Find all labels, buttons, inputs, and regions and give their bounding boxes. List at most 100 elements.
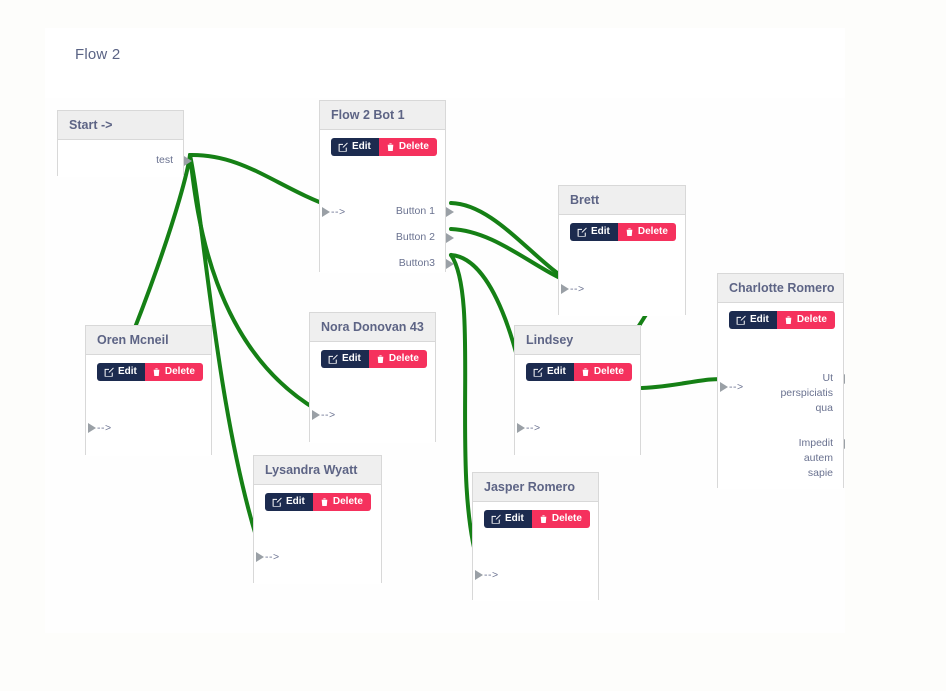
output-port-charlotte-1[interactable]: Impedit autem sapie <box>799 436 845 481</box>
edit-button[interactable]: Edit <box>729 311 777 329</box>
delete-button-label: Delete <box>388 353 419 364</box>
trash-icon <box>321 498 328 506</box>
delete-button[interactable]: Delete <box>378 138 437 156</box>
node-actions-flow2bot1: Edit Delete <box>320 130 445 156</box>
delete-button[interactable]: Delete <box>531 510 590 528</box>
node-title-nora: Nora Donovan 43 <box>310 313 435 342</box>
node-title-oren: Oren Mcneil <box>86 326 211 355</box>
edit-button[interactable]: Edit <box>265 493 313 511</box>
flow-edge <box>449 227 576 286</box>
input-port-label: --> <box>265 551 280 563</box>
output-port-label: Ut perspiciatis qua <box>780 372 833 414</box>
delete-button[interactable]: Delete <box>312 493 371 511</box>
edit-button-label: Edit <box>342 353 361 364</box>
output-port-flow2bot1-1[interactable]: Button 2 <box>395 230 454 245</box>
input-port-lindsey[interactable]: --> <box>517 422 541 434</box>
output-port-flow2bot1-0[interactable]: Button 1 <box>396 204 454 219</box>
delete-button-label: Delete <box>398 141 429 152</box>
node-nora[interactable]: Nora Donovan 43 Edit Delete --> <box>309 312 436 443</box>
delete-button[interactable]: Delete <box>368 350 427 368</box>
input-port-jasper[interactable]: --> <box>475 569 499 581</box>
delete-button[interactable]: Delete <box>573 363 632 381</box>
delete-button-label: Delete <box>164 366 195 377</box>
edit-icon <box>338 142 348 152</box>
node-actions-charlotte: Edit Delete <box>718 303 843 329</box>
node-body-flow2bot1: Edit Delete --> Button 1 Button 2 Button3 <box>320 130 454 273</box>
port-arrow-icon <box>184 156 192 166</box>
edit-icon <box>272 497 282 507</box>
input-port-oren[interactable]: --> <box>88 422 112 434</box>
edit-button-label: Edit <box>286 496 305 507</box>
input-port-nora[interactable]: --> <box>312 409 336 421</box>
trash-icon <box>387 143 394 151</box>
delete-button-label: Delete <box>796 314 827 325</box>
node-body-jasper: Edit Delete --> <box>473 502 598 601</box>
port-arrow-icon <box>844 439 845 449</box>
edit-icon <box>577 227 587 237</box>
edit-icon <box>533 367 543 377</box>
edit-button[interactable]: Edit <box>526 363 574 381</box>
flow-edge <box>188 152 337 210</box>
port-arrow-icon <box>88 423 96 433</box>
delete-button-label: Delete <box>593 366 624 377</box>
flow-header-panel: Flow 2 <box>45 28 845 98</box>
trash-icon <box>626 228 633 236</box>
output-port-label: test <box>156 154 173 166</box>
edit-button[interactable]: Edit <box>484 510 532 528</box>
port-arrow-icon <box>561 284 569 294</box>
delete-button[interactable]: Delete <box>776 311 835 329</box>
edit-button[interactable]: Edit <box>97 363 145 381</box>
output-port-label: Button 2 <box>395 231 435 243</box>
input-port-label: --> <box>729 381 744 393</box>
port-arrow-icon <box>256 552 264 562</box>
input-port-label: --> <box>484 569 499 581</box>
edit-button[interactable]: Edit <box>321 350 369 368</box>
port-arrow-icon <box>517 423 525 433</box>
input-port-label: --> <box>331 206 346 218</box>
input-port-charlotte[interactable]: --> <box>720 381 744 393</box>
delete-button-label: Delete <box>637 226 668 237</box>
port-arrow-icon <box>446 259 454 269</box>
input-port-brett[interactable]: --> <box>561 283 585 295</box>
port-arrow-icon <box>844 374 845 384</box>
edit-icon <box>328 354 338 364</box>
edit-button-label: Edit <box>591 226 610 237</box>
trash-icon <box>377 355 384 363</box>
input-port-flow2bot1[interactable]: --> <box>322 206 346 218</box>
output-port-flow2bot1-2[interactable]: Button3 <box>399 256 454 271</box>
node-body-start: test <box>58 140 192 177</box>
delete-button[interactable]: Delete <box>617 223 676 241</box>
delete-button[interactable]: Delete <box>144 363 203 381</box>
edit-button[interactable]: Edit <box>331 138 379 156</box>
node-start[interactable]: Start ->test <box>57 110 192 177</box>
edit-button-label: Edit <box>750 314 769 325</box>
node-actions-brett: Edit Delete <box>559 215 685 241</box>
output-port-start-0[interactable]: test <box>156 153 192 168</box>
edit-button[interactable]: Edit <box>570 223 618 241</box>
node-body-lindsey: Edit Delete --> <box>515 355 640 456</box>
trash-icon <box>582 368 589 376</box>
node-body-brett: Edit Delete --> <box>559 215 685 316</box>
node-flow2bot1[interactable]: Flow 2 Bot 1 Edit Delete --> Button 1 Button … <box>319 100 454 273</box>
node-title-flow2bot1: Flow 2 Bot 1 <box>320 101 445 130</box>
port-arrow-icon <box>322 207 330 217</box>
port-arrow-icon <box>312 410 320 420</box>
output-port-charlotte-0[interactable]: Ut perspiciatis qua <box>780 371 845 416</box>
trash-icon <box>785 316 792 324</box>
port-arrow-icon <box>446 207 454 217</box>
edit-button-label: Edit <box>547 366 566 377</box>
delete-button-label: Delete <box>332 496 363 507</box>
port-arrow-icon <box>475 570 483 580</box>
edit-button-label: Edit <box>505 513 524 524</box>
edit-icon <box>104 367 114 377</box>
input-port-lysandra[interactable]: --> <box>256 551 280 563</box>
